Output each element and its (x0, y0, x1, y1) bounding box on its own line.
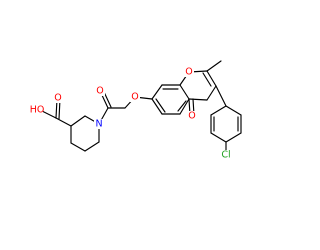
nitrogen-label: N (94, 119, 104, 130)
molecule-drawing: HO O N O O O O Cl (29, 60, 242, 161)
bond (179, 98, 190, 115)
bond (225, 105, 242, 116)
ring-oxygen-text: O (185, 67, 192, 78)
ring-oxygen-label: O (184, 67, 194, 78)
bond (55, 117, 72, 127)
amide-oxygen-text: O (96, 86, 103, 97)
bond (84, 141, 100, 152)
bond (103, 91, 112, 108)
bond (210, 105, 227, 116)
keto-oxygen-text: O (188, 111, 195, 122)
bond (155, 98, 166, 113)
chlorine-label: Cl (220, 150, 233, 161)
atom-labels: HO O N O O O O Cl (29, 67, 233, 161)
bond (177, 100, 187, 112)
bond (210, 132, 227, 143)
bond (206, 60, 222, 72)
bond (206, 85, 217, 101)
nitrogen-text: N (95, 119, 102, 130)
bond (215, 85, 227, 107)
bond (202, 72, 212, 87)
hydroxyl-text: HO (30, 105, 45, 116)
hydroxyl-label: HO (29, 105, 44, 116)
ether-oxygen-label: O (130, 92, 140, 103)
structure-canvas: HO O N O O O O Cl (29, 60, 242, 161)
keto-oxygen-label: O (187, 111, 197, 122)
bond (225, 132, 242, 143)
acid-oxygen-text: O (54, 93, 61, 104)
ether-oxygen-text: O (131, 92, 138, 103)
bond (70, 142, 86, 152)
bond (70, 115, 86, 127)
bond (206, 70, 217, 87)
bond (151, 98, 163, 115)
bond (179, 84, 190, 100)
bond-lines (39, 60, 242, 152)
chlorine-text: Cl (221, 150, 230, 161)
bond (188, 98, 208, 101)
amide-oxygen-label: O (95, 86, 105, 97)
bond (151, 84, 163, 100)
acid-oxygen-label: O (53, 93, 63, 104)
